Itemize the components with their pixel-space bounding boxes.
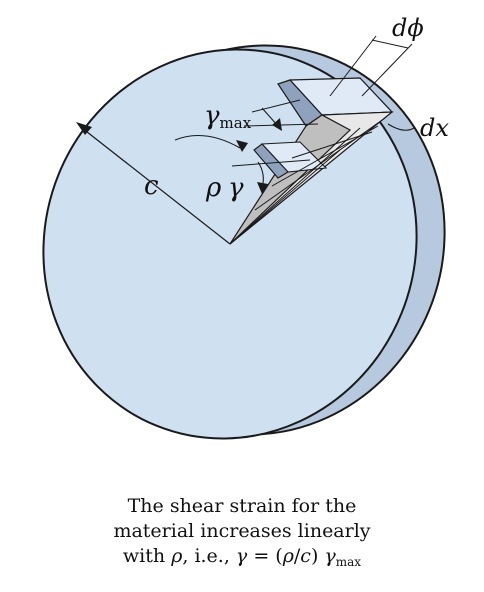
label-d-phi: dϕ: [392, 14, 424, 42]
dx-leader: [387, 123, 415, 131]
label-gamma-max: γmax: [204, 101, 252, 132]
radius-c-line: [81, 127, 231, 245]
rho-arc: [174, 135, 241, 149]
figure-caption: The shear strain for the material increa…: [0, 494, 484, 575]
radius-c-arrowhead: [76, 122, 92, 135]
dphi-leader-left: [329, 35, 377, 97]
caption-line-2: material increases linearly: [113, 520, 371, 542]
dphi-dimension: [371, 39, 409, 49]
label-c: c: [144, 171, 159, 201]
label-rho: ρ: [205, 173, 222, 203]
label-dx: dx: [420, 114, 449, 142]
gamma-arrowhead: [257, 182, 268, 194]
caption-line-3: with ρ, i.e., γ = (ρ/c) γmax: [122, 545, 362, 569]
dphi-leader-right: [361, 43, 413, 97]
caption-line-1: The shear strain for the: [127, 495, 357, 517]
inner-element-side: [253, 143, 289, 179]
rho-arrowhead: [236, 140, 248, 152]
shaft-face: [42, 48, 418, 440]
label-gamma: γ: [228, 173, 244, 203]
wedge-grid-lines: [229, 99, 386, 245]
gamma-max-arrowhead: [272, 118, 282, 131]
